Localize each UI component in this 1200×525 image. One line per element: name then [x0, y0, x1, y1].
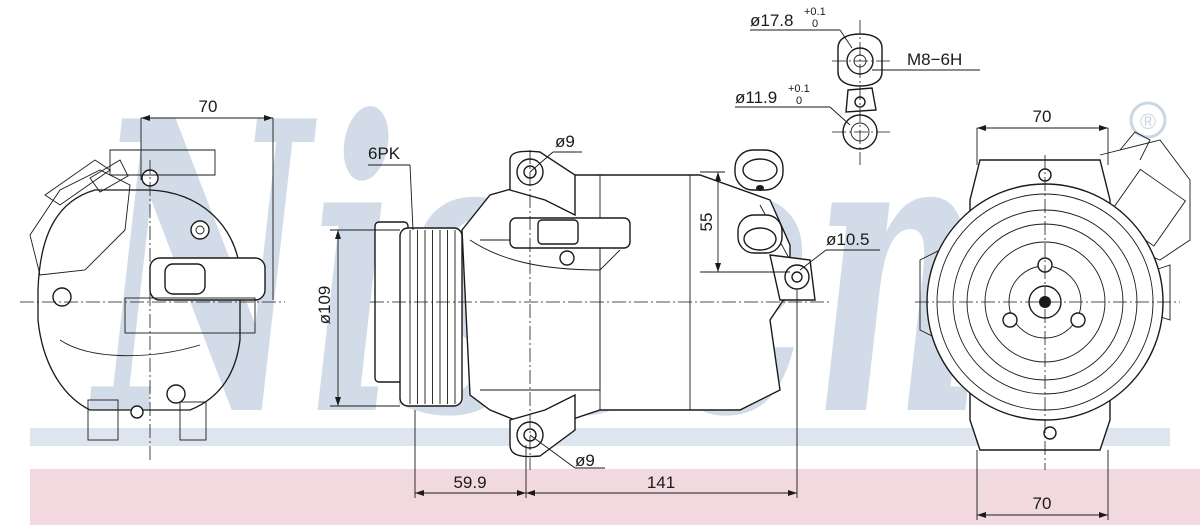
- mount-hole-label: ø10.5: [826, 230, 869, 249]
- left-width-label: 70: [199, 97, 218, 116]
- port-small-base: ø11.9: [735, 88, 777, 107]
- length-59-label: 59.9: [453, 473, 486, 492]
- port-large-base: ø17.8: [750, 11, 793, 30]
- port-detail: ø17.8 +0.1 0 M8−6H ø11.9 +0.1 0: [735, 6, 980, 165]
- footer-band: [30, 469, 1200, 525]
- belt-label: 6PK: [368, 144, 401, 163]
- registered-text: ®: [1140, 109, 1156, 134]
- center-view: 6PK ø9 ø9 ø109 55 ø10.5 59: [315, 132, 880, 498]
- hole-top-label: ø9: [555, 132, 575, 151]
- hole-bottom-label: ø9: [575, 451, 595, 470]
- left-view: 70: [20, 97, 285, 460]
- registered-mark-icon: [1129, 101, 1167, 139]
- pulley-dia-label: ø109: [315, 286, 334, 325]
- port-large-tol-top: +0.1: [804, 6, 826, 18]
- port-large-tol-bottom: 0: [812, 18, 818, 30]
- baseline-band: [30, 428, 1170, 446]
- pulley-grooves: [409, 230, 456, 404]
- height-55-label: 55: [697, 213, 716, 232]
- right-width-bottom-label: 70: [1033, 494, 1052, 513]
- port-small-tol-bottom: 0: [796, 95, 802, 107]
- right-width-top-label: 70: [1033, 107, 1052, 126]
- port-small-tol-top: +0.1: [788, 83, 810, 95]
- right-view: 70 70: [915, 107, 1191, 520]
- length-141-label: 141: [647, 473, 675, 492]
- thread-label: M8−6H: [907, 50, 962, 69]
